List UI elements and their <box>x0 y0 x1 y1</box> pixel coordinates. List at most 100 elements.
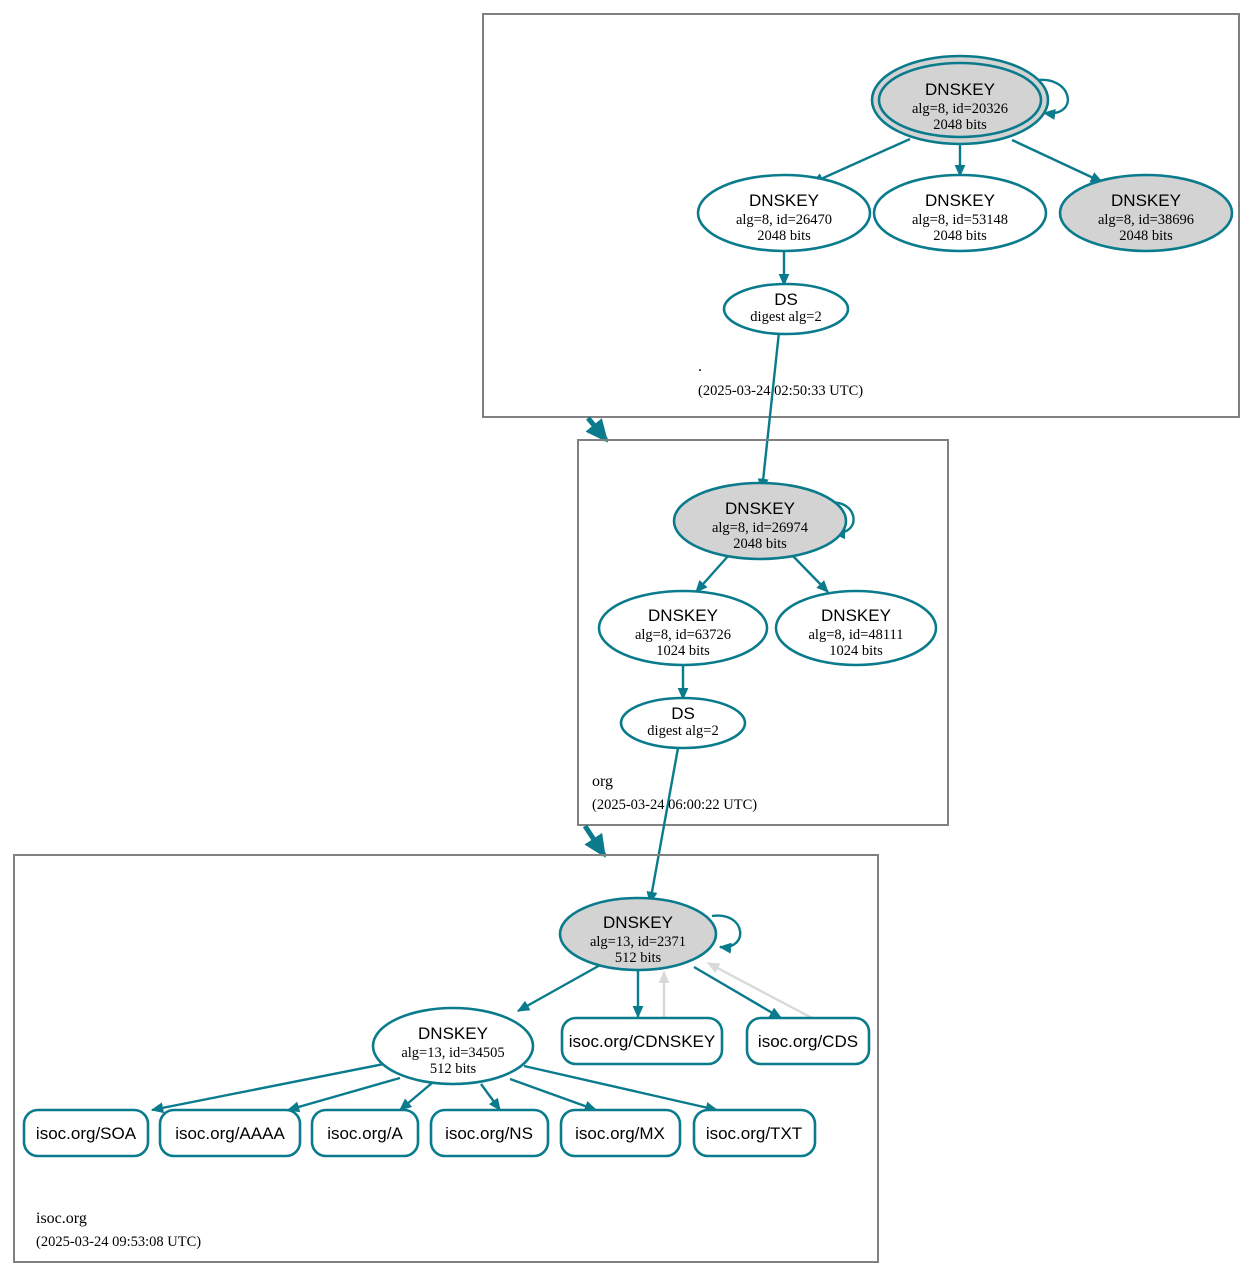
node-isoc-dnskey-2371[interactable]: DNSKEY alg=13, id=2371 512 bits <box>558 896 718 972</box>
edge-isoc-zsk-to-mx <box>509 1077 598 1112</box>
edge-root-ksk-self-sign <box>1031 78 1069 120</box>
node-root-dnskey-26470[interactable]: DNSKEY alg=8, id=26470 2048 bits <box>696 173 872 253</box>
node-org-dnskey-48111[interactable]: DNSKEY alg=8, id=48111 1024 bits <box>774 589 938 667</box>
node-org-dnskey-63726[interactable]: DNSKEY alg=8, id=63726 1024 bits <box>597 589 769 667</box>
node-label-alg-id: alg=13, id=2371 <box>590 934 686 950</box>
zone-isoc-border <box>13 854 879 1263</box>
rrset-isoc-org-ns[interactable]: isoc.org/NS <box>429 1108 550 1158</box>
edge-isoc-zsk-to-aaaa <box>286 1076 401 1113</box>
edge-org-ksk-to-48111 <box>790 553 829 593</box>
rrset-isoc-org-aaaa[interactable]: isoc.org/AAAA <box>158 1108 302 1158</box>
edge-isoc-ksk-to-cds <box>693 965 783 1020</box>
node-outline <box>872 173 1048 253</box>
zone-root-edges <box>757 78 1104 492</box>
node-label-alg-id: alg=8, id=48111 <box>808 627 903 643</box>
rrset-label: isoc.org/MX <box>575 1124 665 1143</box>
node-label-type: DNSKEY <box>1111 191 1181 210</box>
node-label-type: DNSKEY <box>821 606 891 625</box>
zone-root: DNSKEY alg=8, id=20326 2048 bits DNSKEY … <box>482 13 1240 492</box>
node-label-size: 1024 bits <box>829 643 883 659</box>
node-isoc-dnskey-34505[interactable]: DNSKEY alg=13, id=34505 512 bits <box>371 1006 535 1086</box>
rrset-label: isoc.org/NS <box>445 1124 533 1143</box>
edge-root-ksk-to-26470 <box>810 137 911 185</box>
zone-timestamp-root: (2025-03-24 02:50:33 UTC) <box>698 383 863 399</box>
node-label-size: 2048 bits <box>733 536 787 552</box>
edge-isoc-zsk-to-soa <box>150 1062 385 1114</box>
rrset-isoc-org-cds[interactable]: isoc.org/CDS <box>745 1016 871 1066</box>
node-root-dnskey-38696[interactable]: DNSKEY alg=8, id=38696 2048 bits <box>1058 173 1234 253</box>
node-label-alg-id: alg=8, id=20326 <box>912 101 1008 117</box>
edge-org-ds-to-isoc-ksk <box>646 747 680 905</box>
node-outline <box>1058 173 1234 253</box>
node-label-digest: digest alg=2 <box>647 723 718 739</box>
node-label-type: DNSKEY <box>925 80 995 99</box>
zone-label-isoc: isoc.org <box>36 1210 87 1227</box>
rrset-box <box>158 1108 302 1158</box>
rrset-box <box>745 1016 871 1066</box>
node-label-alg-id: alg=8, id=63726 <box>635 627 731 643</box>
edge-isoc-ksk-self-sign <box>711 914 742 954</box>
node-label-type: DNSKEY <box>925 191 995 210</box>
node-org-dnskey-26974[interactable]: DNSKEY alg=8, id=26974 2048 bits <box>672 481 848 561</box>
rrset-label: isoc.org/CDNSKEY <box>569 1032 715 1051</box>
rrset-label: isoc.org/A <box>327 1124 403 1143</box>
node-outline <box>672 481 848 561</box>
rrset-label: isoc.org/CDS <box>758 1032 858 1051</box>
zone-timestamp-isoc: (2025-03-24 09:53:08 UTC) <box>36 1234 201 1250</box>
node-outline <box>597 589 769 667</box>
edge-isoc-zsk-to-txt <box>523 1064 719 1113</box>
node-label-size: 2048 bits <box>933 117 987 133</box>
node-label-size: 2048 bits <box>933 228 987 244</box>
node-label-size: 512 bits <box>615 950 662 966</box>
rrset-box <box>692 1108 817 1158</box>
rrset-isoc-org-mx[interactable]: isoc.org/MX <box>559 1108 682 1158</box>
node-root-ksk-dnskey-20326[interactable]: DNSKEY alg=8, id=20326 2048 bits <box>870 54 1050 146</box>
rrset-label: isoc.org/TXT <box>706 1124 802 1143</box>
edge-org-ksk-to-63726 <box>695 554 730 593</box>
zone-label-root: . <box>698 358 702 375</box>
node-label-alg-id: alg=13, id=34505 <box>401 1045 504 1061</box>
rrset-box <box>429 1108 550 1158</box>
rrset-box <box>22 1108 150 1158</box>
rrset-isoc-org-txt[interactable]: isoc.org/TXT <box>692 1108 817 1158</box>
zone-timestamp-org: (2025-03-24 06:00:22 UTC) <box>592 797 757 813</box>
node-outline <box>696 173 872 253</box>
node-label-size: 1024 bits <box>656 643 710 659</box>
node-outline-outer <box>870 54 1050 146</box>
rrset-isoc-org-soa[interactable]: isoc.org/SOA <box>22 1108 150 1158</box>
edge-isoc-zsk-to-a <box>399 1082 433 1111</box>
rrset-box <box>310 1108 420 1158</box>
zone-label-org: org <box>592 773 613 790</box>
node-outline <box>774 589 938 667</box>
node-label-type: DNSKEY <box>603 913 673 932</box>
rrset-isoc-org-a[interactable]: isoc.org/A <box>310 1108 420 1158</box>
rrset-label: isoc.org/SOA <box>36 1124 137 1143</box>
node-label-type: DNSKEY <box>648 606 718 625</box>
node-outline <box>619 696 747 750</box>
node-root-ds-digest-alg-2[interactable]: DS digest alg=2 <box>722 282 850 336</box>
node-outline <box>558 896 718 972</box>
zone-isoc-edges <box>150 914 813 1114</box>
node-label-size: 2048 bits <box>1119 228 1173 244</box>
zone-org: DNSKEY alg=8, id=26974 2048 bits DNSKEY … <box>577 439 949 905</box>
rrset-box <box>559 1108 682 1158</box>
edge-root-ksk-to-38696 <box>1011 138 1104 184</box>
node-org-ds-digest-alg-2[interactable]: DS digest alg=2 <box>619 696 747 750</box>
zone-isoc-org: DNSKEY alg=13, id=2371 512 bits DNSKEY a… <box>13 854 879 1263</box>
node-label-type: DNSKEY <box>725 499 795 518</box>
edge-isoc-ksk-to-zsk <box>516 962 603 1013</box>
edge-delegation-org-to-isoc <box>582 824 607 858</box>
rrset-label: isoc.org/AAAA <box>175 1124 285 1143</box>
node-root-dnskey-53148[interactable]: DNSKEY alg=8, id=53148 2048 bits <box>872 173 1048 253</box>
edge-isoc-cds-to-ksk <box>706 961 813 1020</box>
node-label-alg-id: alg=8, id=26470 <box>736 212 832 228</box>
rrset-isoc-org-cdnskey[interactable]: isoc.org/CDNSKEY <box>560 1016 724 1066</box>
node-outline <box>371 1006 535 1086</box>
edge-root-ds-to-org-ksk <box>757 331 781 492</box>
node-label-digest: digest alg=2 <box>750 309 821 325</box>
node-label-type: DS <box>671 704 695 723</box>
zone-org-edges <box>646 501 855 905</box>
node-label-type: DS <box>774 290 798 309</box>
node-label-type: DNSKEY <box>418 1024 488 1043</box>
